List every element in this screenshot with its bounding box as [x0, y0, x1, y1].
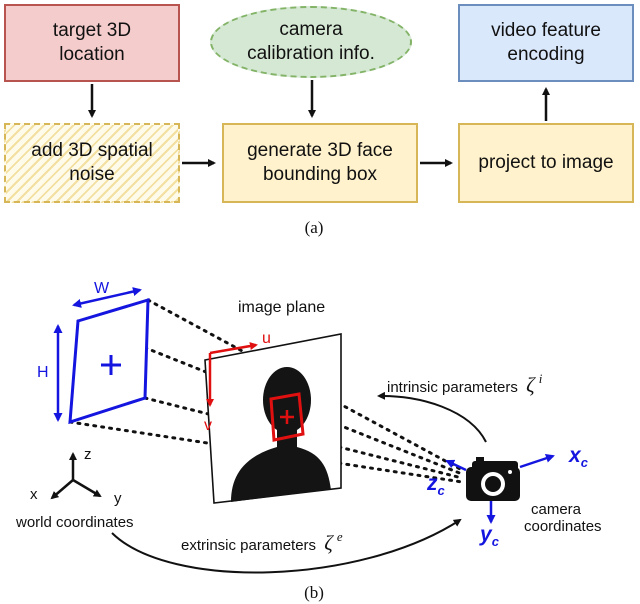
xc-axis-arrow: [519, 453, 555, 469]
camera-axes: [445, 453, 555, 524]
camera-calibration-label: camera calibration info.: [247, 19, 375, 64]
video-feature-label: video feature encoding: [491, 20, 601, 65]
zc-axis-arrow: [445, 459, 467, 472]
camera-coordinates-label-line1: camera: [531, 501, 582, 518]
face-bounding-box: [269, 392, 305, 442]
target-location-label: target 3D location: [52, 20, 132, 65]
image-plane-label: image plane: [238, 299, 325, 316]
person-silhouette: [231, 367, 331, 502]
face-center-cross: [280, 410, 294, 424]
extrinsic-arrow: [111, 518, 462, 574]
extrinsic-label: extrinsic parameters ζ e: [181, 529, 343, 555]
spatial-noise-label: add 3D spatial noise: [31, 140, 153, 185]
video-feature-box: video feature encoding: [458, 4, 634, 82]
image-axes: [206, 342, 258, 407]
spatial-noise-box: add 3D spatial noise: [4, 123, 180, 203]
generate-bbox-label: generate 3D face bounding box: [247, 140, 393, 185]
world-y-label: y: [114, 490, 122, 507]
target-3d-box: [68, 297, 150, 425]
generate-bbox-box: generate 3D face bounding box: [222, 123, 418, 203]
target-location-box: target 3D location: [4, 4, 180, 82]
width-arrow: [72, 287, 142, 308]
target-center-cross: [101, 355, 121, 375]
intrinsic-label: intrinsic parameters ζ i: [387, 371, 543, 397]
project-image-box: project to image: [458, 123, 634, 203]
v-label: v: [204, 417, 212, 434]
camera-icon: [466, 457, 520, 501]
flow-arrows: [88, 80, 550, 167]
zc-label: zc: [426, 472, 446, 498]
height-label: H: [37, 364, 49, 381]
yc-label: yc: [479, 523, 500, 549]
width-label: W: [94, 280, 110, 297]
world-coordinates-label: world coordinates: [15, 514, 134, 531]
xc-label: xc: [568, 444, 589, 470]
camera-calibration-ellipse: camera calibration info.: [210, 6, 412, 78]
world-x-label: x: [30, 486, 38, 503]
world-z-label: z: [84, 446, 92, 463]
caption-a: (a): [304, 218, 324, 237]
u-axis-arrow: [209, 342, 258, 355]
project-image-label: project to image: [478, 152, 614, 173]
world-axes: [50, 452, 102, 500]
caption-b: (b): [304, 583, 324, 602]
camera-coordinates-label-line2: coordinates: [524, 518, 602, 535]
intrinsic-arrow: [377, 391, 487, 443]
u-label: u: [262, 330, 271, 347]
